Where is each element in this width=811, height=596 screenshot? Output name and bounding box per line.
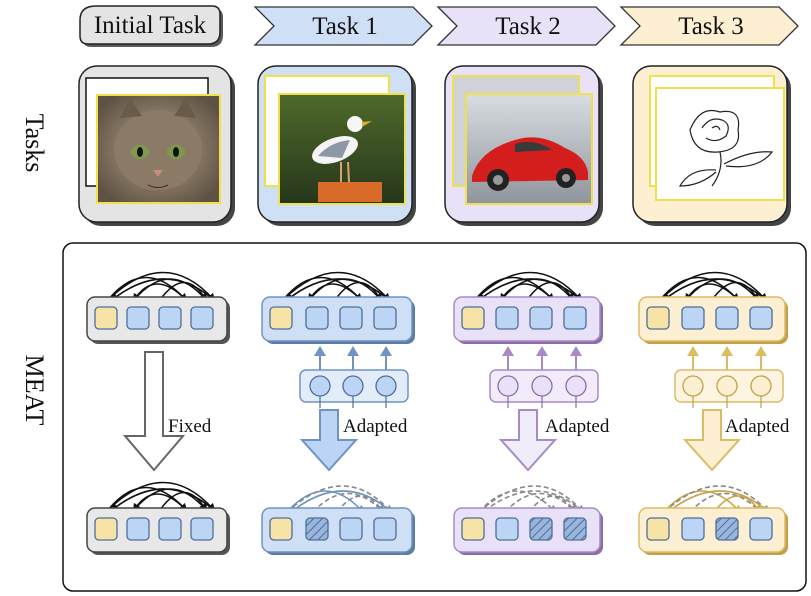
token bbox=[158, 306, 182, 330]
car-photo bbox=[465, 93, 593, 205]
adapter-task3 bbox=[674, 346, 784, 408]
panel-task3 bbox=[632, 65, 791, 226]
adapter-task2 bbox=[489, 346, 599, 408]
token-cls bbox=[94, 306, 118, 330]
header-task1: Task 1 bbox=[253, 6, 433, 46]
adapter-task1 bbox=[299, 346, 409, 408]
token bbox=[190, 306, 214, 330]
adapted-arrow-task1 bbox=[299, 409, 359, 472]
header-task3: Task 3 bbox=[619, 6, 799, 46]
meat-frame bbox=[62, 242, 807, 592]
panel-initial-task bbox=[78, 65, 235, 226]
adapted-arrow-task2 bbox=[498, 409, 558, 472]
fixed-arrow bbox=[122, 351, 186, 472]
attention-arcs-top-initial bbox=[107, 271, 216, 302]
attention-arcs-bottom-initial bbox=[107, 481, 216, 512]
adapted-label-task3: Adapted bbox=[725, 416, 790, 437]
column-task3: Adapted bbox=[638, 271, 790, 555]
header-task2: Task 2 bbox=[436, 6, 616, 46]
header-task3-label: Task 3 bbox=[678, 13, 744, 40]
row-label-tasks: Tasks bbox=[20, 114, 49, 173]
adapted-arrow-task3 bbox=[682, 409, 742, 472]
flower-sketch bbox=[655, 87, 785, 201]
header-initial-task: Initial Task bbox=[79, 5, 223, 47]
bird-photo bbox=[278, 93, 406, 205]
token-modified bbox=[305, 517, 329, 541]
column-task2: Adapted bbox=[453, 271, 610, 555]
adapted-label-task1: Adapted bbox=[343, 416, 408, 437]
fixed-label: Fixed bbox=[168, 416, 212, 437]
panel-task1 bbox=[257, 65, 416, 226]
adapted-label-task2: Adapted bbox=[545, 416, 610, 437]
header-task2-label: Task 2 bbox=[495, 13, 561, 40]
cat-photo bbox=[96, 94, 221, 204]
panel-task2 bbox=[444, 65, 603, 226]
column-initial: Fixed bbox=[86, 271, 230, 555]
row-label-meat: MEAT bbox=[20, 355, 49, 426]
header-task1-label: Task 1 bbox=[312, 13, 378, 40]
header-initial-label: Initial Task bbox=[94, 12, 207, 39]
token bbox=[126, 306, 150, 330]
column-task1: Adapted bbox=[261, 271, 415, 555]
